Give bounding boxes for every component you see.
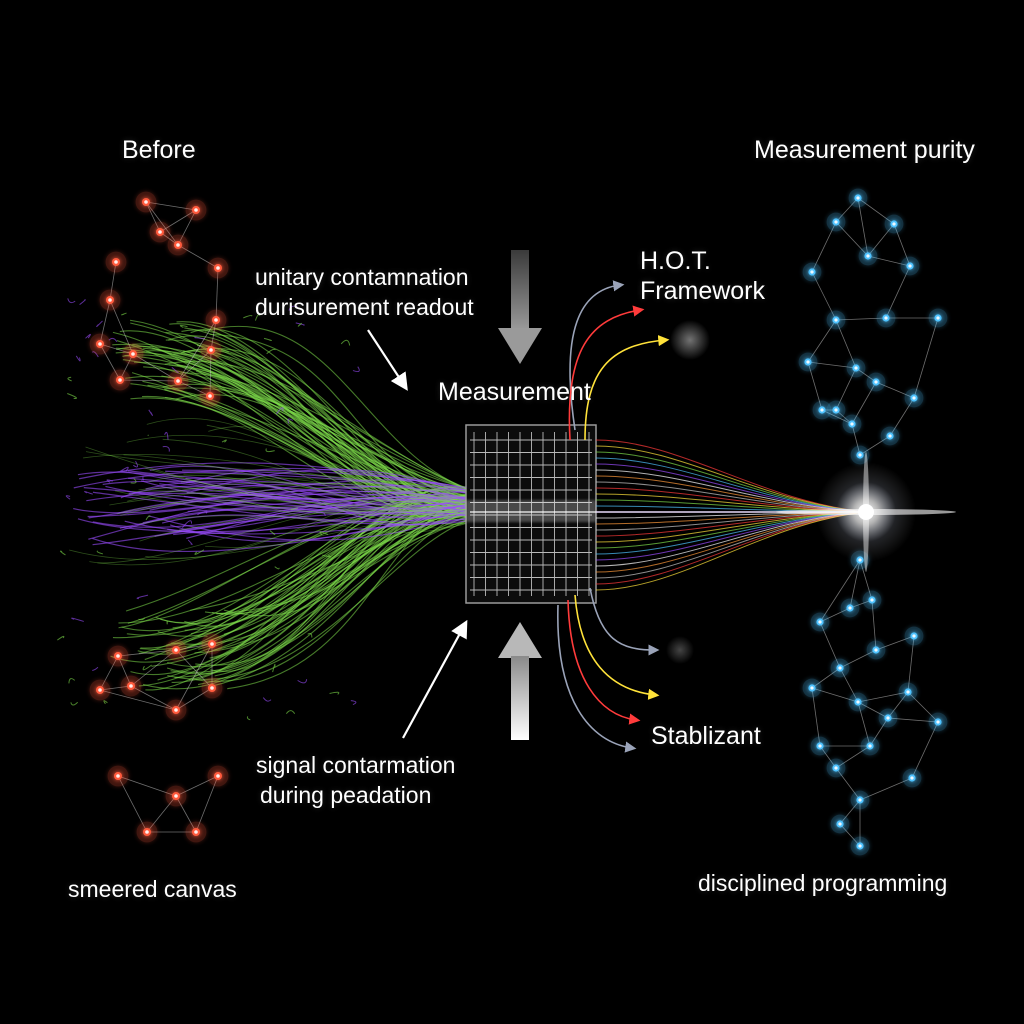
up-arrow-icon [498,622,542,740]
before-network-bottom [89,633,229,843]
small-glow-icon [670,320,710,360]
small-glow-icon [666,636,694,664]
hot-framework-label: H.O.T. Framework [640,246,765,306]
purity-network-bottom [802,550,948,856]
light-flare-icon [776,452,956,572]
signal-contamination-line1: signal contarmation [256,752,456,778]
branching-arrows [557,280,670,753]
hot-framework-line2: Framework [640,277,766,305]
down-arrow-icon [498,250,542,364]
measurement-grid-icon [465,424,597,604]
measurement-label: Measurement [438,378,591,406]
signal-contamination-line2: during peadation [260,782,432,808]
unitary-contamination-label: unitary contamnation durisurement readou… [255,262,474,322]
before-network-top [89,191,229,407]
unitary-contamination-line1: unitary contamnation [255,264,469,290]
measurement-purity-label: Measurement purity [754,136,975,164]
contaminated-signal-strands [57,298,481,721]
purity-network-top [798,188,948,465]
smeered-canvas-label: smeered canvas [68,876,237,902]
unitary-contamination-line2: durisurement readout [255,294,474,320]
signal-contamination-label: signal contarmation during peadation [256,750,455,810]
disciplined-programming-label: disciplined programming [698,870,948,896]
pointer-arrows [367,329,468,739]
stablizant-label: Stablizant [651,722,761,750]
hot-framework-line1: H.O.T. [640,247,711,275]
before-label: Before [122,136,196,164]
